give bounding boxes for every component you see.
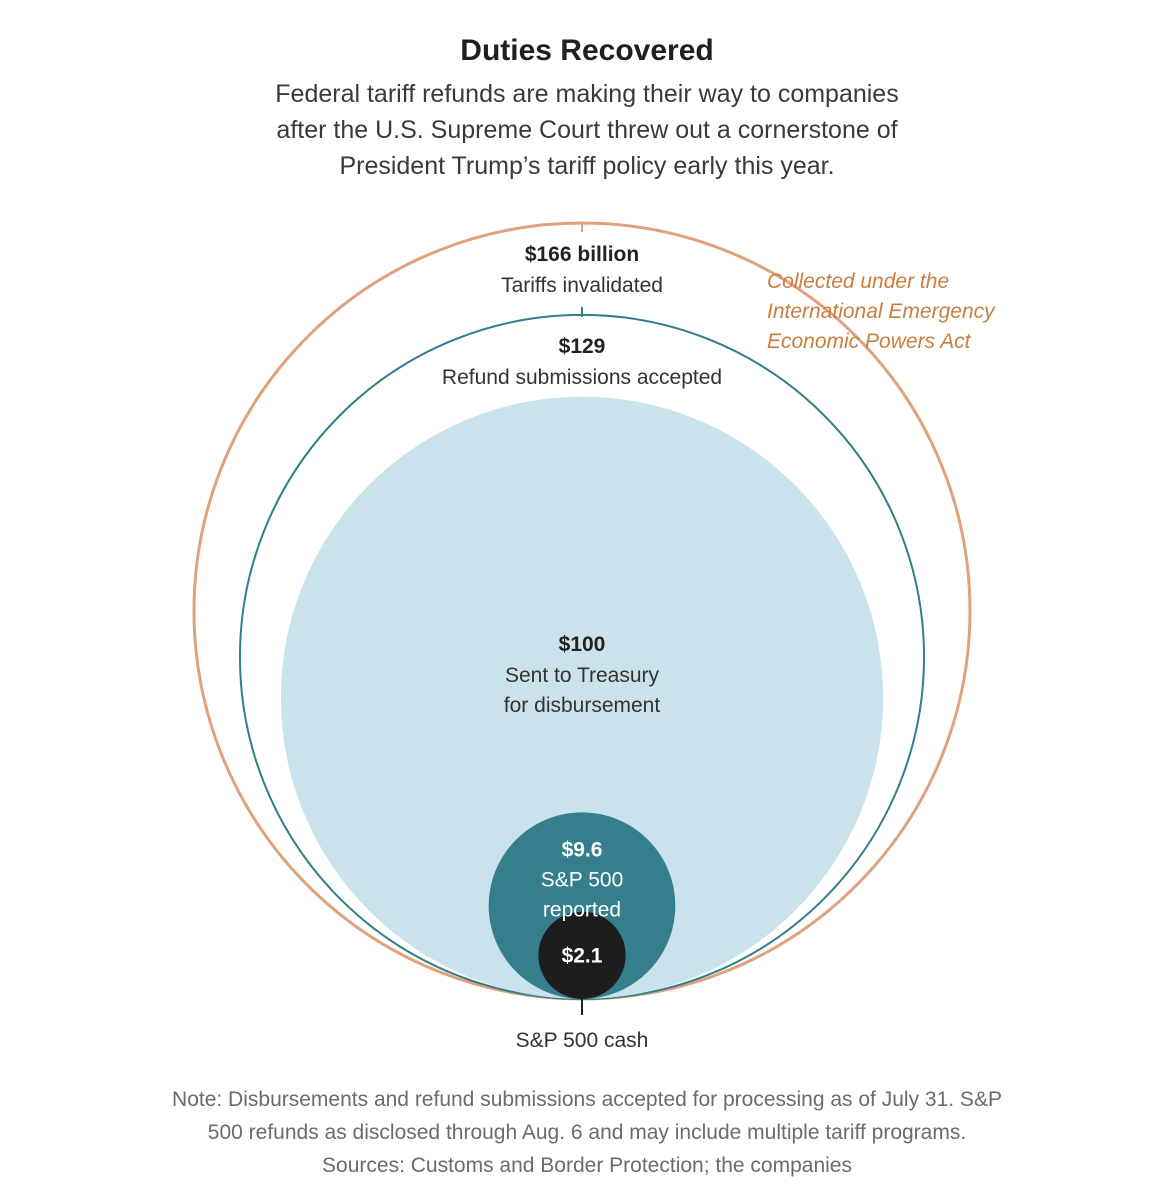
- chart-subtitle: Federal tariff refunds are making their …: [187, 76, 987, 184]
- circle-4: [538, 911, 626, 999]
- series-label: Sent to Treasury: [505, 664, 660, 687]
- value-label: $2.1: [562, 944, 603, 967]
- note-line: Note: Disbursements and refund submissio…: [172, 1088, 1002, 1111]
- series-label: S&P 500 cash: [516, 1029, 649, 1052]
- series-label: Refund submissions accepted: [442, 366, 722, 389]
- circle-2: [280, 396, 884, 999]
- series-label: reported: [543, 898, 621, 921]
- annotation-label: Economic Powers Act: [767, 330, 972, 353]
- value-label: $9.6: [562, 838, 603, 861]
- subtitle-line: President Trump’s tariff policy early th…: [339, 152, 835, 180]
- value-label: $129: [559, 335, 606, 358]
- annotation-label: International Emergency: [767, 300, 996, 323]
- series-label: Tariffs invalidated: [501, 274, 663, 297]
- series-label: for disbursement: [504, 694, 661, 717]
- circle-3: [488, 812, 676, 999]
- subtitle-line: Federal tariff refunds are making their …: [275, 80, 899, 108]
- chart-note: Note: Disbursements and refund submissio…: [100, 1083, 1074, 1182]
- series-label: S&P 500: [541, 868, 624, 891]
- chart-title: Duties Recovered: [460, 34, 714, 67]
- value-label: $166 billion: [525, 243, 639, 266]
- annotation-label: Collected under the: [767, 270, 949, 293]
- sources-line: Sources: Customs and Border Protection; …: [322, 1154, 852, 1177]
- value-label: $100: [559, 633, 606, 656]
- note-line: 500 refunds as disclosed through Aug. 6 …: [207, 1121, 967, 1144]
- subtitle-line: after the U.S. Supreme Court threw out a…: [276, 116, 898, 144]
